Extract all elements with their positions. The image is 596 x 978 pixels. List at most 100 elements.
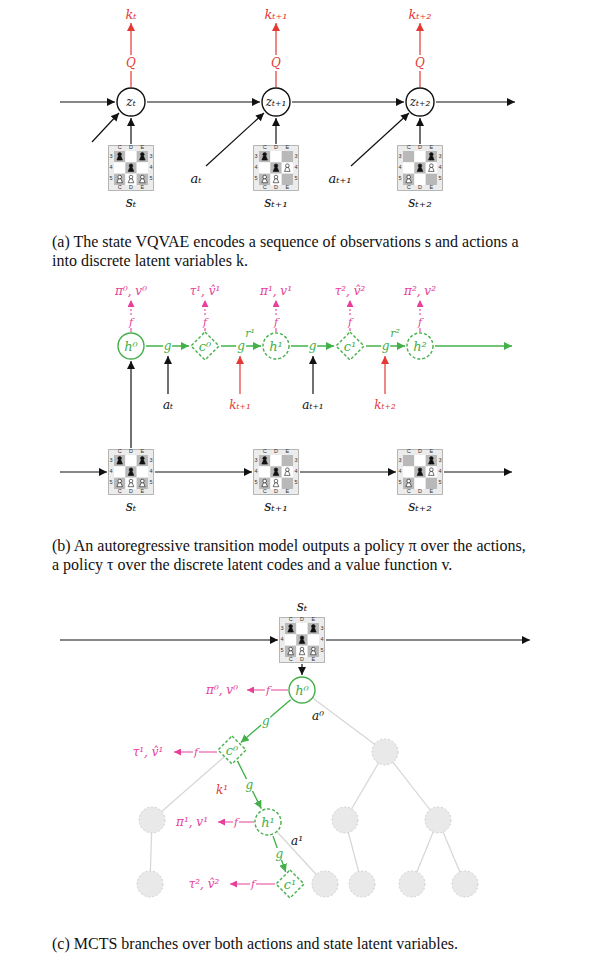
pawn-piece	[128, 164, 134, 172]
pawn-head	[118, 175, 122, 179]
board-square	[270, 466, 281, 477]
pawn-piece	[285, 164, 291, 172]
board-graphic	[108, 145, 154, 191]
action-arrow	[351, 113, 409, 166]
board-square	[114, 151, 125, 162]
board-coordinate: D	[418, 145, 422, 151]
code-arrow	[275, 23, 276, 55]
code-arrow	[130, 23, 131, 55]
prediction-label: τ², v̂²	[335, 285, 366, 297]
board-square	[114, 466, 125, 477]
board-coordinate: D	[274, 489, 278, 495]
board-graphic	[253, 145, 299, 191]
board-square	[403, 466, 414, 477]
pawn-head	[129, 164, 133, 168]
head-wire	[130, 328, 131, 332]
board-coordinate: C	[407, 449, 411, 455]
board-coordinate: E	[429, 145, 433, 151]
board-coordinate: 3	[294, 154, 297, 160]
board-coordinate: E	[285, 145, 289, 151]
board-square	[270, 162, 281, 173]
chance-node: c¹	[275, 869, 305, 899]
board-square	[285, 634, 296, 645]
board-frame	[280, 618, 325, 663]
board-square	[270, 151, 281, 162]
head-wire	[349, 328, 350, 331]
state-circle	[406, 88, 434, 116]
board-square	[414, 151, 425, 162]
reward-label: r²	[390, 328, 400, 339]
unexpanded-node	[312, 871, 338, 897]
board-square	[259, 162, 270, 173]
board-coordinate: 4	[109, 165, 112, 171]
pawn-body	[140, 460, 146, 464]
latent-code: k¹	[216, 784, 228, 796]
board-square	[282, 174, 293, 185]
board-coordinate: D	[274, 145, 278, 151]
chess-board: CDE345345CDEsₜ₊₁	[253, 145, 299, 191]
function-label: g	[261, 715, 271, 727]
board-square	[296, 623, 307, 634]
flow-arrow	[300, 471, 396, 472]
board-frame	[254, 450, 299, 495]
pawn-head	[286, 164, 290, 168]
state-circle	[263, 333, 289, 359]
board-square	[282, 478, 293, 489]
pawn-piece	[273, 479, 279, 487]
action-arrow	[206, 113, 264, 166]
quantizer-wire	[419, 71, 420, 87]
chess-board: CDE345345CDEsₜ₊₂	[397, 145, 443, 191]
action-arrow	[92, 113, 119, 142]
board-frame	[109, 146, 154, 191]
board-square	[259, 455, 270, 466]
pawn-piece	[429, 468, 435, 476]
pawn-body	[406, 179, 412, 183]
board-coordinate: 4	[109, 469, 112, 475]
board-square	[125, 455, 136, 466]
state-circle	[289, 677, 315, 703]
pawn-piece	[311, 625, 317, 633]
prediction-label: τ², v̂²	[189, 878, 220, 890]
quantizer-label: Q	[415, 57, 425, 69]
pawn-piece	[128, 175, 134, 183]
hidden-state-node: h⁰	[117, 332, 145, 360]
pawn-body	[262, 483, 268, 487]
pawn-piece	[262, 457, 268, 465]
caption: (b) An autoregressive transition model o…	[52, 536, 532, 574]
chance-node: c⁰	[190, 331, 220, 361]
pawn-head	[430, 153, 434, 157]
latent-code: kₜ₊₂	[408, 8, 431, 21]
board-square	[414, 162, 425, 173]
pawn-head	[141, 175, 145, 179]
board-square	[282, 466, 293, 477]
function-label: g	[381, 340, 391, 352]
head-arrow	[349, 300, 350, 315]
board-coordinate: E	[285, 449, 289, 455]
pawn-piece	[117, 457, 123, 465]
input-arrow	[60, 471, 107, 472]
pawn-body	[262, 156, 268, 160]
board-coordinate: 3	[149, 154, 152, 160]
board-square	[114, 455, 125, 466]
board-coordinate: 5	[254, 481, 257, 487]
pawn-piece	[285, 468, 291, 476]
board-coordinate: 4	[280, 637, 283, 643]
function-label: f	[250, 879, 256, 890]
pawn-head	[300, 647, 304, 651]
pawn-body	[273, 471, 279, 475]
board-coordinate: 3	[280, 626, 283, 632]
board-square	[125, 162, 136, 173]
board-square	[125, 151, 136, 162]
quantizer-label: Q	[126, 57, 136, 69]
pawn-body	[417, 167, 423, 171]
board-coordinate: E	[140, 185, 144, 191]
pawn-piece	[299, 636, 305, 644]
action-arrow	[167, 356, 168, 394]
board-coordinate: D	[418, 185, 422, 191]
board-coordinate: 5	[109, 481, 112, 487]
head-wire	[419, 328, 420, 332]
latent-node: zₜ₊₁	[261, 87, 291, 117]
pawn-head	[274, 468, 278, 472]
board-square	[114, 174, 125, 185]
pawn-body	[429, 156, 435, 160]
